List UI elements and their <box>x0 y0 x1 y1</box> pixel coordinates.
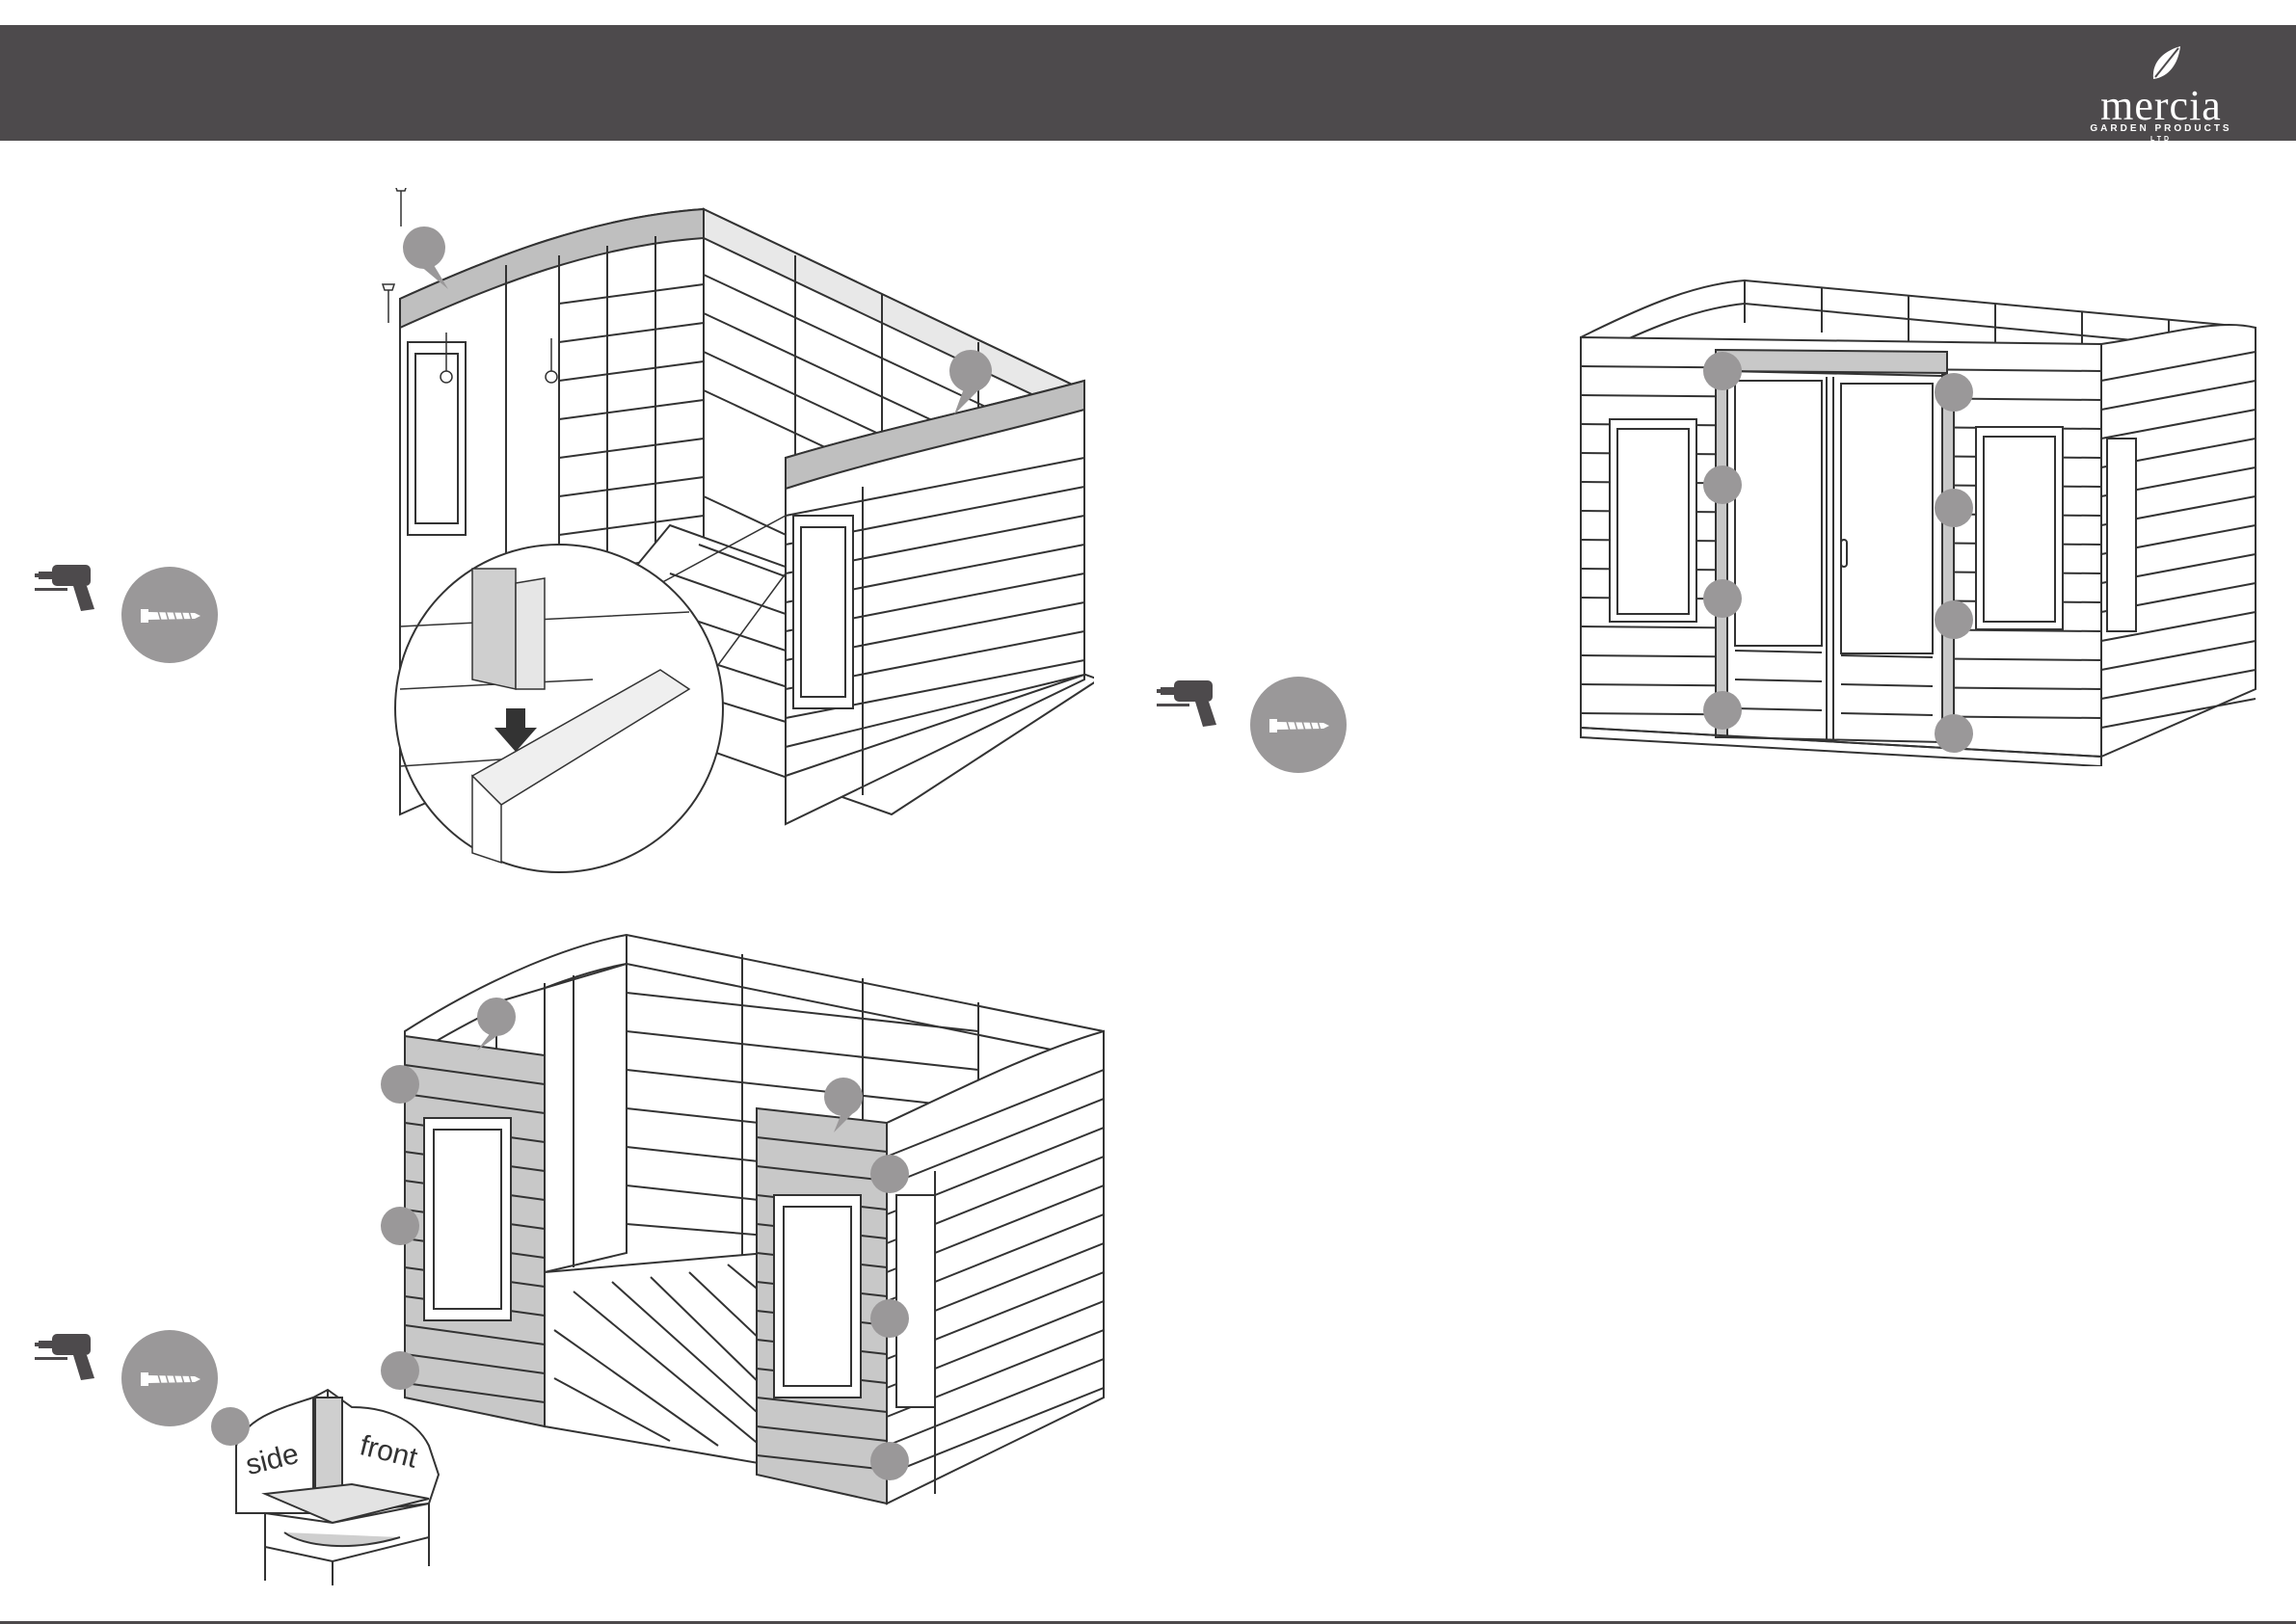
brand-logo: mercia GARDEN PRODUCTS LTD <box>2084 40 2238 137</box>
leaf-icon <box>2146 44 2184 83</box>
step3-tools <box>35 1328 112 1391</box>
brand-name: mercia <box>2084 85 2238 127</box>
step2-tools <box>1157 675 1234 737</box>
step1-tools <box>35 559 112 622</box>
header-bar: mercia GARDEN PRODUCTS LTD <box>0 25 2296 141</box>
drill-icon <box>35 1328 112 1386</box>
screw-icon <box>120 565 220 665</box>
brand-suffix: LTD <box>2084 136 2238 143</box>
zoom-detail <box>395 545 723 872</box>
brand-subtitle: GARDEN PRODUCTS <box>2084 123 2238 134</box>
step3-illustration <box>381 925 1123 1523</box>
screw-icon <box>120 1328 220 1428</box>
step3-detail-marker <box>211 1407 250 1446</box>
drill-icon <box>1157 675 1234 732</box>
step1-illustration <box>381 188 1094 882</box>
screw-icon <box>1248 675 1348 775</box>
drill-icon <box>35 559 112 617</box>
step2-illustration <box>1571 275 2265 766</box>
